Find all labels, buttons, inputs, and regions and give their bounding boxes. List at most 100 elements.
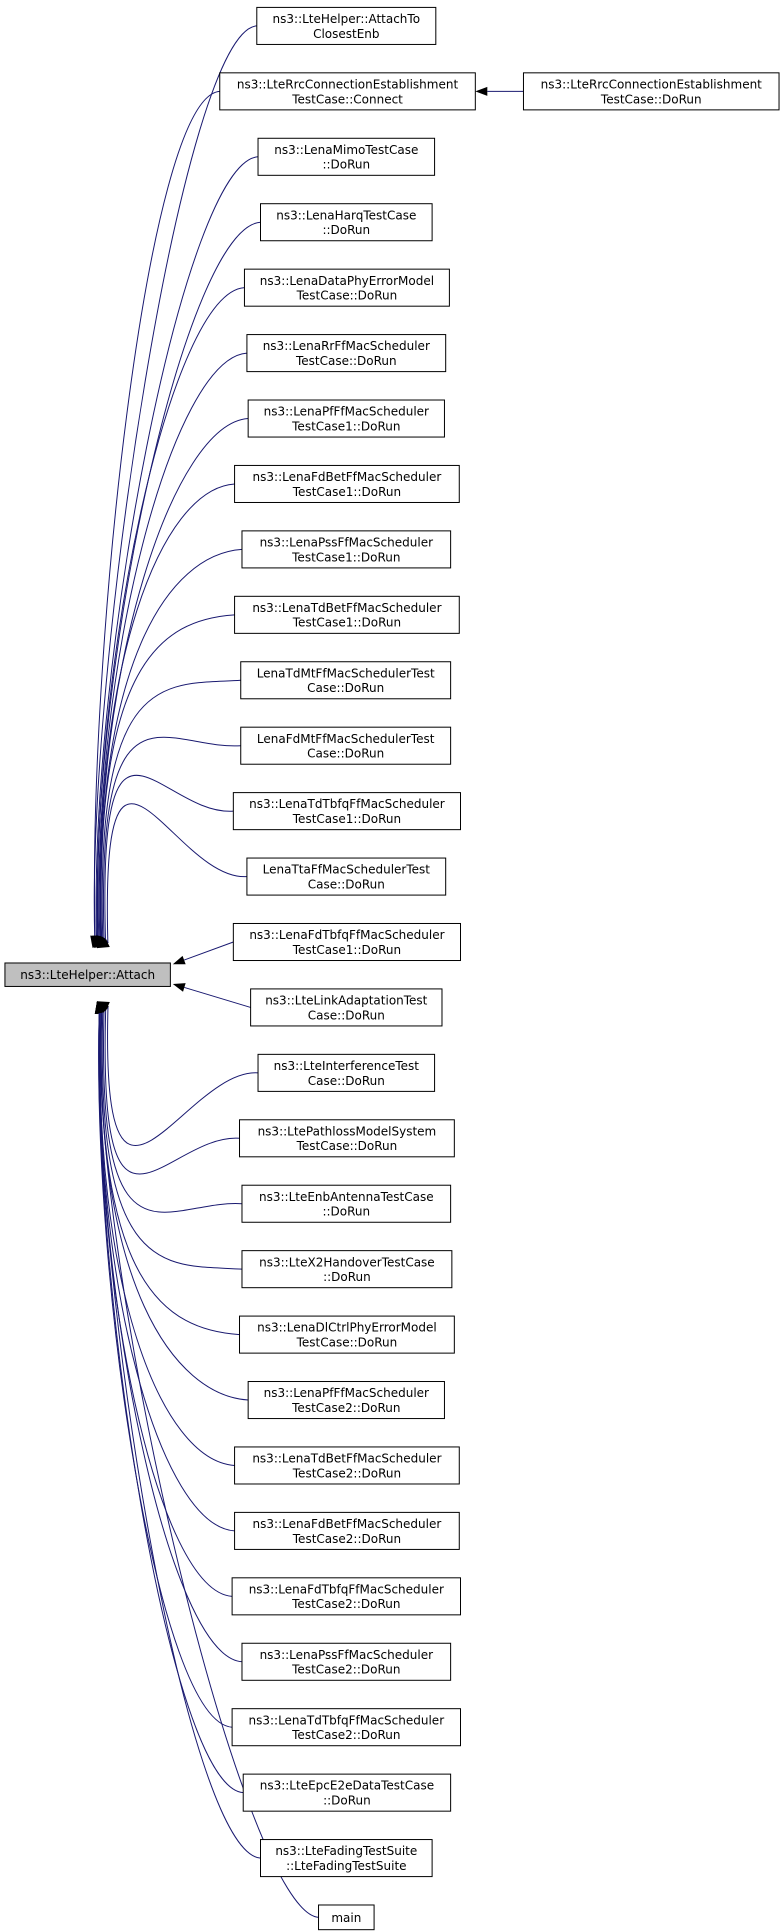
caller-node-tdbet-2-box — [234, 1446, 460, 1485]
caller-node-fdtbfq-1[interactable]: ns3::LenaFdTbfqFfMacSchedulerTestCase1::… — [232, 922, 462, 962]
caller-node-tdtbfq-1[interactable]: ns3::LenaTdTbfqFfMacSchedulerTestCase1::… — [232, 792, 462, 831]
edges-layer — [90, 25, 524, 1918]
edge-line-x2-handover — [101, 1011, 243, 1270]
caller-node-rrc-dorun[interactable]: ns3::LteRrcConnectionEstablishmentTestCa… — [522, 72, 780, 111]
caller-node-rrc-dorun-box — [522, 72, 780, 111]
caller-node-pf-ff-2-label-1: ns3::LenaPfFfMacScheduler — [264, 1386, 429, 1400]
caller-node-dlctrl-phy-error-label-2: TestCase::DoRun — [296, 1336, 398, 1350]
edge-line-main — [99, 1012, 319, 1918]
edge-tdmt — [101, 679, 241, 938]
caller-node-link-adaptation-label-1: ns3::LteLinkAdaptationTest — [265, 994, 427, 1008]
caller-node-fdbet-2[interactable]: ns3::LenaFdBetFfMacSchedulerTestCase2::D… — [234, 1511, 460, 1550]
caller-node-tdtbfq-1-label-2: TestCase1::DoRun — [292, 812, 401, 826]
caller-node-tdtbfq-2-box — [231, 1708, 462, 1747]
caller-node-epc-e2e[interactable]: ns3::LteEpcE2eDataTestCase::DoRun — [242, 1773, 452, 1812]
caller-node-fdbet-1[interactable]: ns3::LenaFdBetFfMacSchedulerTestCase1::D… — [234, 464, 460, 503]
arrowhead-link-adaptation — [172, 983, 186, 992]
caller-node-tdbet-2[interactable]: ns3::LenaTdBetFfMacSchedulerTestCase2::D… — [234, 1446, 460, 1485]
root-node-attach[interactable]: ns3::LteHelper::Attach — [4, 962, 171, 987]
edge-line-enb-antenna — [102, 1011, 243, 1213]
caller-node-pf-ff-2[interactable]: ns3::LenaPfFfMacSchedulerTestCase2::DoRu… — [247, 1381, 445, 1420]
caller-node-pss-1-box — [241, 530, 452, 569]
caller-node-x2-handover[interactable]: ns3::LteX2HandoverTestCase::DoRun — [241, 1250, 453, 1289]
caller-node-fdtbfq-1-box — [232, 922, 462, 962]
caller-node-rrc-dorun-label-2: TestCase::DoRun — [600, 92, 702, 106]
edge-line-tdbet-2 — [99, 1012, 235, 1466]
caller-node-harq-label-2: ::DoRun — [322, 223, 370, 237]
edge-line-tdtbfq-1 — [104, 774, 234, 940]
edge-line-fading-suite — [98, 1013, 261, 1859]
caller-node-rrc-connect-label-2: TestCase::Connect — [291, 92, 403, 106]
edge-line-pathloss — [104, 1009, 240, 1175]
caller-node-fdbet-2-box — [234, 1511, 460, 1550]
edge-dlctrl-phy-error — [100, 1012, 240, 1336]
edge-line-interference — [107, 1006, 259, 1146]
caller-node-pss-1[interactable]: ns3::LenaPssFfMacSchedulerTestCase1::DoR… — [241, 530, 452, 569]
caller-node-tdmt-label-1: LenaTdMtFfMacSchedulerTest — [257, 666, 435, 680]
caller-node-harq[interactable]: ns3::LenaHarqTestCase::DoRun — [260, 203, 433, 242]
edge-mimo — [95, 156, 259, 937]
caller-node-rrc-dorun-label-1: ns3::LteRrcConnectionEstablishment — [541, 77, 763, 91]
caller-node-harq-label-1: ns3::LenaHarqTestCase — [276, 208, 416, 222]
caller-node-rrc-connect-label-1: ns3::LteRrcConnectionEstablishment — [237, 77, 459, 91]
root-node-attach-box — [4, 962, 171, 987]
caller-node-tdtbfq-2-label-2: TestCase2::DoRun — [291, 1728, 400, 1742]
caller-node-pf-ff-1-label-2: TestCase1::DoRun — [291, 419, 400, 433]
caller-node-data-phy-error-label-2: TestCase::DoRun — [296, 289, 398, 303]
edge-fading-suite — [98, 1013, 261, 1859]
caller-node-tta-label-2: Case::DoRun — [308, 877, 385, 891]
edge-enb-antenna — [102, 1011, 243, 1213]
caller-node-tdbet-1[interactable]: ns3::LenaTdBetFfMacSchedulerTestCase1::D… — [234, 595, 460, 634]
caller-node-pss-2-label-2: TestCase2::DoRun — [291, 1663, 400, 1677]
caller-node-epc-e2e-box — [242, 1773, 452, 1812]
caller-node-tdbet-2-label-2: TestCase2::DoRun — [292, 1466, 401, 1480]
caller-node-pathloss[interactable]: ns3::LtePathlossModelSystemTestCase::DoR… — [239, 1119, 455, 1158]
edge-fdmt — [102, 736, 241, 939]
caller-node-pss-2-box — [241, 1642, 452, 1681]
caller-node-fdtbfq-2[interactable]: ns3::LenaFdTbfqFfMacSchedulerTestCase2::… — [231, 1577, 462, 1616]
caller-node-dlctrl-phy-error-box — [239, 1315, 455, 1354]
caller-node-rrc-connect[interactable]: ns3::LteRrcConnectionEstablishmentTestCa… — [219, 72, 476, 111]
edge-fdtbfq-1 — [183, 941, 234, 961]
edge-pathloss — [104, 1009, 240, 1175]
caller-node-mimo[interactable]: ns3::LenaMimoTestCase::DoRun — [257, 137, 436, 176]
caller-node-attach-to-closest-enb-label-2: ClosestEnb — [313, 27, 379, 41]
caller-node-pss-2[interactable]: ns3::LenaPssFfMacSchedulerTestCase2::DoR… — [241, 1642, 452, 1681]
edge-line-data-phy-error — [97, 287, 245, 937]
edge-line-tta — [106, 803, 247, 944]
caller-node-data-phy-error[interactable]: ns3::LenaDataPhyErrorModelTestCase::DoRu… — [243, 268, 450, 307]
caller-node-dlctrl-phy-error[interactable]: ns3::LenaDlCtrlPhyErrorModelTestCase::Do… — [239, 1315, 455, 1354]
edge-line-tdtbfq-2 — [98, 1013, 233, 1728]
caller-node-fdtbfq-1-label-2: TestCase1::DoRun — [292, 943, 401, 957]
caller-node-fdbet-2-label-2: TestCase2::DoRun — [292, 1532, 401, 1546]
caller-node-main[interactable]: main — [318, 1904, 375, 1931]
edge-line-tdmt — [101, 679, 241, 938]
caller-node-enb-antenna[interactable]: ns3::LteEnbAntennaTestCase::DoRun — [241, 1184, 452, 1223]
edge-tdbet-1 — [100, 614, 235, 938]
edge-line-link-adaptation — [184, 986, 251, 1008]
edge-line-rr-ff — [98, 352, 247, 937]
edge-line-fdtbfq-1 — [183, 941, 234, 961]
caller-node-fading-suite[interactable]: ns3::LteFadingTestSuite::LteFadingTestSu… — [260, 1839, 433, 1878]
edge-line-attach-to-closest-enb — [93, 25, 257, 937]
arrowhead-tta — [97, 938, 110, 949]
caller-node-x2-handover-label-1: ns3::LteX2HandoverTestCase — [259, 1255, 435, 1269]
caller-node-x2-handover-box — [241, 1250, 453, 1289]
edge-line-fdbet-1 — [99, 483, 235, 937]
caller-node-fdtbfq-1-label-1: ns3::LenaFdTbfqFfMacScheduler — [249, 928, 444, 942]
caller-node-data-phy-error-label-1: ns3::LenaDataPhyErrorModel — [260, 274, 434, 288]
edge-pss-2 — [98, 1012, 243, 1663]
caller-node-fading-suite-label-2: ::LteFadingTestSuite — [286, 1859, 406, 1873]
root-node-attach-label-1: ns3::LteHelper::Attach — [20, 968, 155, 982]
edge-fdbet-1 — [99, 483, 235, 937]
caller-node-interference-label-1: ns3::LteInterferenceTest — [274, 1059, 420, 1073]
caller-node-tdtbfq-2[interactable]: ns3::LenaTdTbfqFfMacSchedulerTestCase2::… — [231, 1708, 462, 1747]
caller-node-pf-ff-1[interactable]: ns3::LenaPfFfMacSchedulerTestCase1::DoRu… — [247, 399, 445, 438]
